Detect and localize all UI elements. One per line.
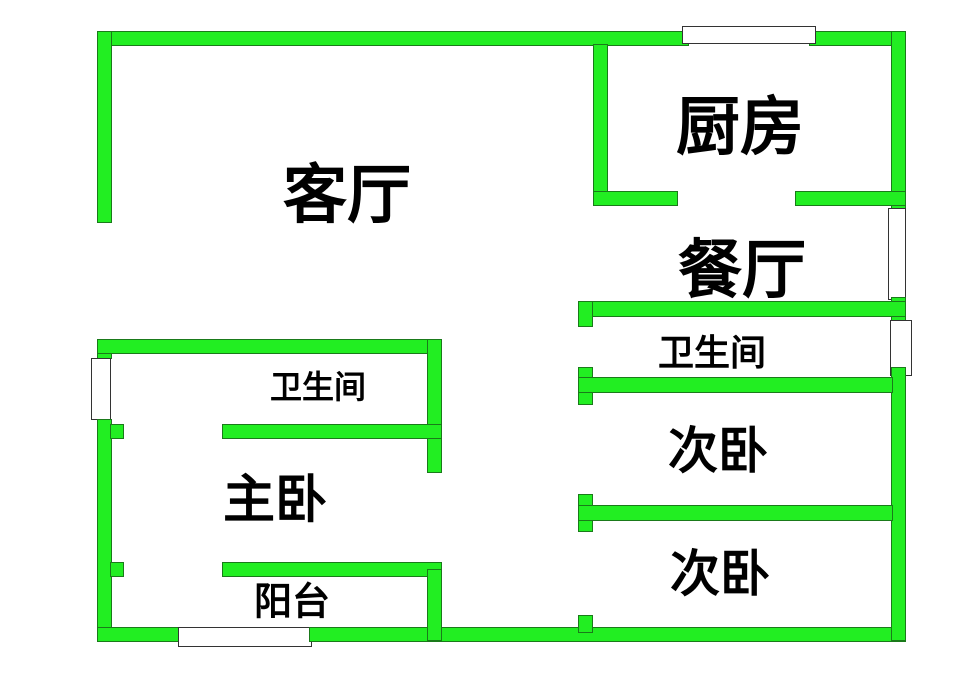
room-label-master-bedroom: 主卧 [222, 470, 328, 531]
wall-master-bath-bottom [222, 424, 442, 439]
wall-stub-2 [110, 562, 124, 577]
wall-bath-bedroom [578, 377, 893, 393]
window-dining [888, 208, 906, 300]
wall-bottom-left [97, 627, 181, 642]
wall-stub-1 [110, 424, 124, 439]
wall-left-living [97, 31, 112, 223]
window-kitchen-top [682, 26, 816, 44]
wall-kitchen-bottom-left [593, 191, 678, 206]
wall-right-bottom [891, 367, 906, 641]
wall-master-top [97, 339, 442, 354]
wall-top-right [809, 31, 906, 46]
wall-kitchen-bottom-right [795, 191, 906, 206]
room-label-kitchen: 厨房 [676, 91, 804, 165]
room-label-living-room: 客厅 [283, 159, 411, 233]
wall-bottom-right [309, 627, 906, 642]
wall-balcony-top [222, 562, 442, 577]
room-label-bathroom-master: 卫生间 [269, 368, 367, 406]
wall-right-block-left-1 [578, 301, 593, 327]
wall-top-left [97, 31, 689, 46]
room-label-balcony: 阳台 [253, 579, 331, 624]
wall-master-bath-right [427, 339, 442, 473]
wall-balcony-right [427, 569, 442, 641]
room-label-bathroom-right: 卫生间 [657, 333, 767, 374]
wall-left-master [97, 419, 112, 641]
wall-kitchen-left [593, 44, 608, 206]
room-label-bedroom-2a: 次卧 [668, 422, 768, 480]
wall-right-block-left-4 [578, 615, 593, 633]
room-label-bedroom-2b: 次卧 [670, 545, 770, 603]
wall-bath-right-top [578, 301, 906, 317]
window-master-bath [91, 358, 111, 420]
wall-right-top [891, 31, 906, 209]
room-label-dining-room: 餐厅 [678, 234, 806, 308]
wall-between-bedrooms [578, 505, 893, 521]
window-balcony [178, 627, 312, 647]
